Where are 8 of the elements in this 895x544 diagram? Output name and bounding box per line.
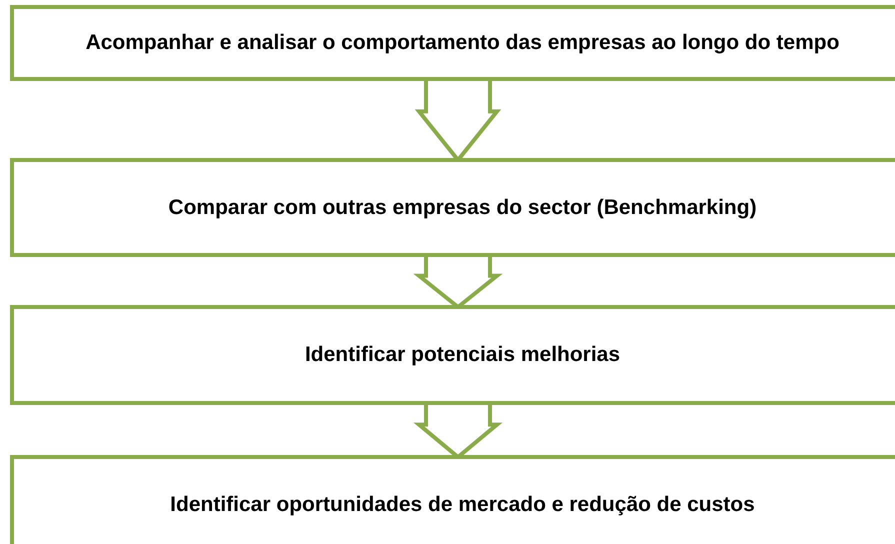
process-box	[10, 158, 895, 257]
step-text: Acompanhar e analisar o comportamento das empresas ao longo do tempo	[86, 31, 840, 55]
step-text: Identificar oportunidades de mercado e redução de custos	[170, 493, 755, 517]
process-box	[10, 305, 895, 405]
step-text: Comparar com outras empresas do sector (Benchmarking)	[168, 196, 757, 220]
process-box	[10, 455, 895, 544]
process-box	[10, 5, 895, 81]
step-text: Identificar potenciais melhorias	[304, 343, 620, 367]
